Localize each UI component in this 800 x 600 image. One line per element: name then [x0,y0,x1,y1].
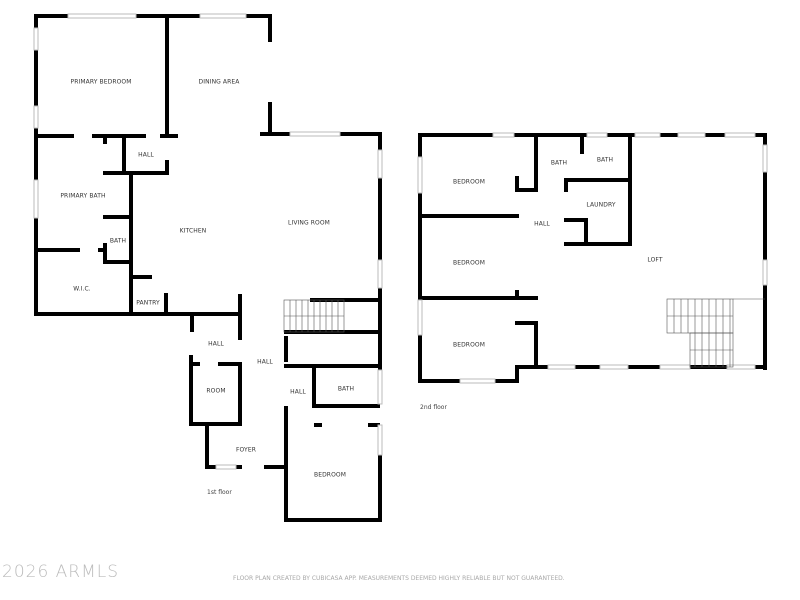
floor1-label: 1st floor [207,489,232,496]
room-bedroom: BEDROOM [313,471,347,479]
room-loft: LOFT [647,256,663,264]
room-laundry: LAUNDRY [586,201,616,209]
room-hall-left: HALL [208,340,224,348]
room-living-room: LIVING ROOM [288,219,330,227]
room-bath-1: BATH [550,159,568,167]
room-hall-small: HALL [290,388,306,396]
floor1-walls [34,14,382,522]
disclaimer: FLOOR PLAN CREATED BY CUBICASA APP. MEAS… [233,575,565,582]
room-bedroom-1: BEDROOM [452,178,486,186]
room-bedroom-3: BEDROOM [452,341,486,349]
stairs [283,298,765,368]
room-primary-bedroom: PRIMARY BEDROOM [70,78,132,86]
room-foyer: FOYER [236,446,256,454]
room-hall-center: HALL [257,358,273,366]
room-wic: W.I.C. [73,285,91,293]
watermark: 2026 ARMLS [2,562,120,582]
room-bedroom-2: BEDROOM [452,259,486,267]
windows [33,13,768,470]
room-bath-2: BATH [596,156,614,164]
room-pantry: PANTRY [136,299,160,307]
room-bath-small: BATH [109,237,127,245]
room-bath: BATH [337,385,355,393]
room-dining-area: DINING AREA [198,78,240,86]
room-primary-bath: PRIMARY BATH [60,192,106,200]
room-kitchen: KITCHEN [179,227,207,235]
floor2-label: 2nd floor [420,404,447,411]
room-room: ROOM [206,387,226,395]
room-hall-top: HALL [138,151,154,159]
floor2-walls [418,133,767,383]
room-hall-2f: HALL [534,220,550,228]
